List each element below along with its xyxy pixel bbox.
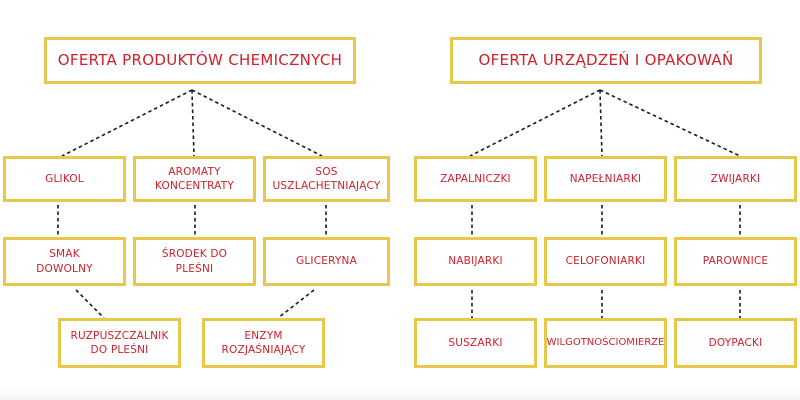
node-ruzpuszczalnik-do-plesni: RUZPUSZCZALNIK DO PLEŚNI: [58, 318, 181, 368]
node-wilgotnosciomierze: WILGOTNOŚCIOMIERZE: [544, 318, 667, 368]
node-smak-dowolny: SMAK DOWOLNY: [3, 237, 126, 286]
node-gliceryna: GLICERYNA: [263, 237, 390, 286]
node-nabijarki: NABIJARKI: [414, 237, 537, 286]
connector-line: [277, 289, 315, 319]
node-parownice: PAROWNICE: [674, 237, 797, 286]
node-napelniarki: NAPEŁNIARKI: [544, 156, 667, 202]
connector-line: [75, 289, 105, 319]
node-doypacki: DOYPACKI: [674, 318, 797, 368]
node-srodek-do-plesni: ŚRODEK DO PLEŚNI: [133, 237, 256, 286]
node-celofoniarki: CELOFONIARKI: [544, 237, 667, 286]
node-sos-uszlachetniajacy: SOS USZLACHETNIAJĄCY: [263, 156, 390, 202]
connector-line: [599, 89, 741, 157]
node-enzym-rozjasniajacy: ENZYM ROZJAŚNIAJĄCY: [202, 318, 325, 368]
connector-line: [599, 89, 603, 157]
devices-packaging-title: OFERTA URZĄDZEŃ I OPAKOWAŃ: [450, 37, 762, 84]
connector-line: [61, 89, 193, 157]
connector-line: [191, 89, 323, 157]
bottom-shadow: [0, 388, 800, 400]
node-suszarki: SUSZARKI: [414, 318, 537, 368]
connector-line: [191, 89, 195, 157]
node-glikol: GLIKOL: [3, 156, 126, 202]
chemical-products-title: OFERTA PRODUKTÓW CHEMICZNYCH: [44, 37, 356, 84]
node-zapalniczki: ZAPALNICZKI: [414, 156, 537, 202]
node-zwijarki: ZWIJARKI: [674, 156, 797, 202]
node-aromaty-koncentraty: AROMATY KONCENTRATY: [133, 156, 256, 202]
connector-line: [469, 89, 601, 157]
